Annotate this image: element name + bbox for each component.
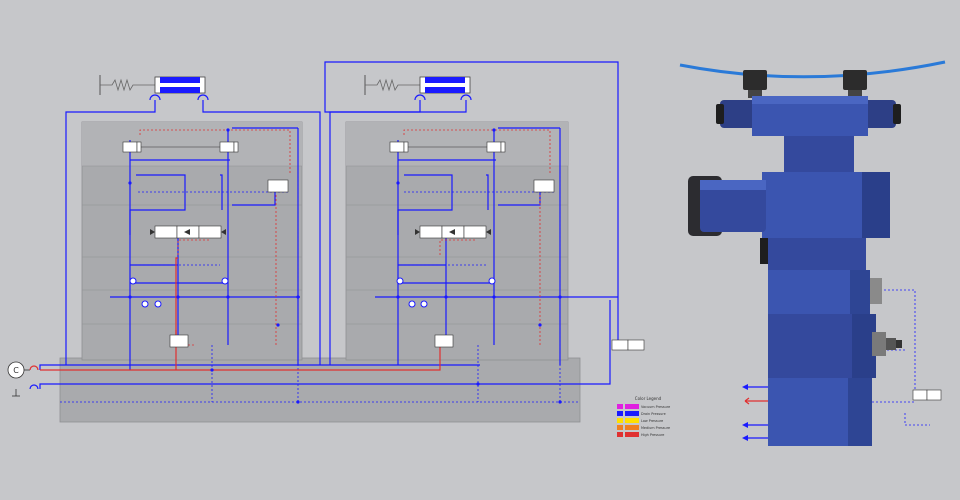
- legend-swatch-high: [617, 432, 623, 437]
- legend-label: High Pressure: [641, 432, 665, 437]
- valve-arrows: [150, 229, 491, 235]
- legend-label: Drain Pressure: [641, 411, 666, 416]
- legend-row: Medium Pressure: [617, 424, 679, 431]
- legend-bar-medium: [625, 425, 639, 430]
- legend-bar-high: [625, 432, 639, 437]
- legend-label: Medium Pressure: [641, 425, 671, 430]
- manifold-ports: [742, 384, 768, 441]
- legend-bar-low: [625, 418, 639, 423]
- cylinder-left: [99, 75, 209, 101]
- legend-label: Low Pressure: [641, 418, 664, 423]
- legend-swatch-drain: [617, 411, 623, 416]
- pump-symbol: C: [7, 361, 39, 397]
- legend-row: Low Pressure: [617, 417, 679, 424]
- legend-title: Color Legend: [634, 396, 662, 401]
- valve-symbols: [122, 141, 942, 401]
- base-manifold-panel: [59, 357, 581, 423]
- pump-label: C: [13, 366, 19, 375]
- module-panel-left: [81, 121, 303, 361]
- legend-swatch-low: [617, 418, 623, 423]
- legend-row: Vacuum Pressure: [617, 403, 679, 410]
- cylinder-right: [364, 75, 472, 101]
- legend-bar-drain: [625, 411, 639, 416]
- legend-swatch-medium: [617, 425, 623, 430]
- module-panel-right: [345, 121, 569, 361]
- legend-row: Drain Pressure: [617, 410, 679, 417]
- drain-lines: [39, 61, 619, 389]
- check-valves: [129, 277, 496, 308]
- pressure-lines-dashed: [139, 129, 551, 346]
- junction-dots: [128, 128, 562, 404]
- legend-row: High Pressure: [617, 431, 679, 438]
- legend-swatch-vacuum: [617, 404, 623, 409]
- legend-label: Vacuum Pressure: [641, 404, 671, 409]
- legend-bar-vacuum: [625, 404, 639, 409]
- color-legend: Color Legend Vacuum Pressure Drain Press…: [617, 396, 679, 438]
- manifold-assembly: [679, 60, 946, 446]
